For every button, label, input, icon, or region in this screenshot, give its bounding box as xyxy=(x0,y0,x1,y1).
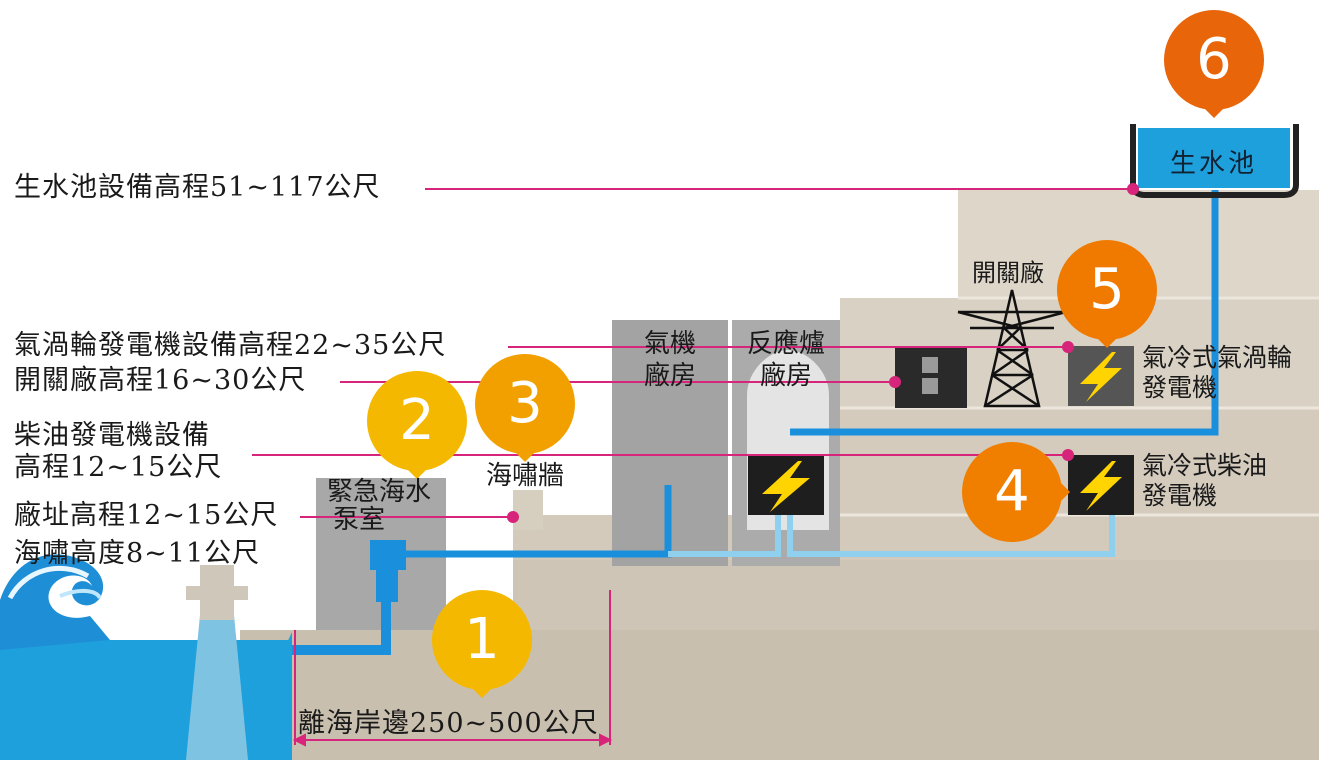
pier xyxy=(186,565,248,760)
marker-4 xyxy=(962,442,1070,542)
lightning-bolt-icon xyxy=(1080,461,1122,511)
reactor-diesel-generator xyxy=(748,455,824,515)
switchyard-label: 開關廠 xyxy=(972,259,1044,287)
switchyard-height-label: 開關廠高程16~30公尺 xyxy=(14,365,307,396)
distance-label: 離海岸邊250~500公尺 xyxy=(298,708,599,739)
lightning-bolt-icon xyxy=(762,461,810,512)
marker-4-number: 4 xyxy=(994,459,1030,524)
marker-1-number: 1 xyxy=(464,607,500,672)
gas-turbine-height-label: 氣渦輪發電機設備高程22~35公尺 xyxy=(14,330,447,361)
diesel-height-label-2: 高程12~15公尺 xyxy=(14,452,223,483)
seawall-label: 海嘯牆 xyxy=(485,461,564,491)
marker-6-number: 6 xyxy=(1196,27,1232,92)
pump-room-label-1: 緊急海水 xyxy=(326,477,431,507)
marker-1 xyxy=(432,590,532,698)
marker-5 xyxy=(1057,240,1157,348)
gas-turbine-generator-label-1: 氣冷式氣渦輪 xyxy=(1142,343,1293,372)
lightning-bolt-icon xyxy=(1080,352,1122,402)
pool-height-label: 生水池設備高程51~117公尺 xyxy=(14,172,381,203)
wave-icon xyxy=(0,554,110,650)
marker-2 xyxy=(367,371,467,479)
water-pipes xyxy=(292,190,1219,655)
turbine-building-label-2: 廠房 xyxy=(643,361,696,391)
pool-label: 生水池 xyxy=(1170,149,1258,179)
gas-turbine-generator-label-2: 發電機 xyxy=(1142,373,1218,402)
turbine-building-label-1: 氣機 xyxy=(643,329,696,359)
marker-2-number: 2 xyxy=(399,388,435,453)
tsunami-height-label: 海嘯高度8~11公尺 xyxy=(14,538,261,569)
pump-icon xyxy=(370,540,406,602)
reactor-building-label-1: 反應爐 xyxy=(746,329,825,359)
seawall xyxy=(513,490,543,530)
site-height-label: 廠址高程12~15公尺 xyxy=(14,500,279,531)
marker-5-number: 5 xyxy=(1089,257,1125,322)
diesel-height-label-1: 柴油發電機設備 xyxy=(14,420,210,451)
reactor-building-label-2: 廠房 xyxy=(759,361,812,391)
marker-3 xyxy=(475,354,575,462)
leader-lines xyxy=(252,183,1139,747)
terrain xyxy=(240,190,1319,760)
diesel-generator xyxy=(1068,455,1134,515)
diesel-generator-label-2: 發電機 xyxy=(1142,481,1218,510)
switchgear-box xyxy=(895,346,967,408)
marker-6 xyxy=(1164,10,1264,118)
pump-room-label-2: 泵室 xyxy=(332,505,385,535)
diesel-generator-label-1: 氣冷式柴油 xyxy=(1142,451,1268,480)
gas-turbine-generator xyxy=(1068,346,1134,406)
marker-3-number: 3 xyxy=(507,371,543,436)
